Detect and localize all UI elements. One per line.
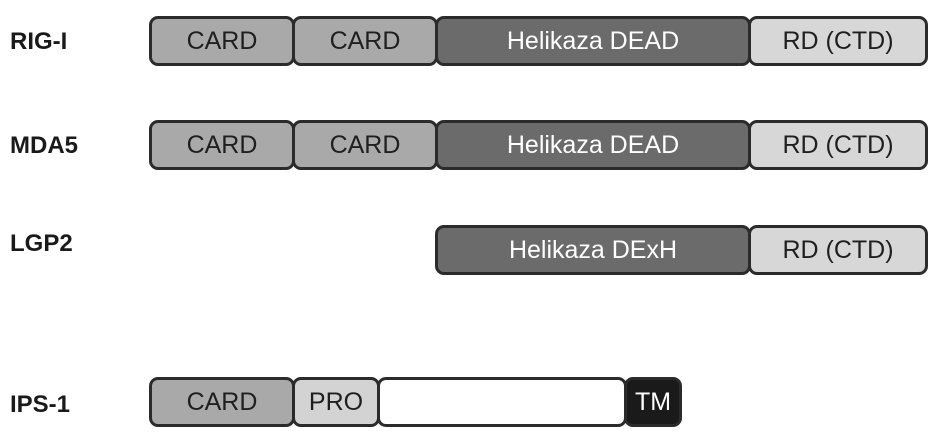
rig-i-helicase-domain: Helikaza DEAD <box>435 16 751 66</box>
mda5-card-domain-2: CARD <box>292 120 438 170</box>
mda5-card-domain-1: CARD <box>149 120 295 170</box>
ips-1-linker-region <box>377 377 627 427</box>
mda5-rd-domain: RD (CTD) <box>748 120 928 170</box>
protein-label-rig-i: RIG-I <box>10 28 68 55</box>
ips-1-card-domain: CARD <box>149 377 295 427</box>
lgp2-helicase-domain: Helikaza DExH <box>435 225 751 275</box>
mda5-helicase-domain: Helikaza DEAD <box>435 120 751 170</box>
ips-1-tm-domain: TM <box>624 377 682 427</box>
lgp2-rd-domain: RD (CTD) <box>748 225 928 275</box>
ips-1-pro-domain: PRO <box>292 377 380 427</box>
protein-label-lgp2: LGP2 <box>10 230 73 257</box>
protein-label-mda5: MDA5 <box>10 132 79 159</box>
rig-i-rd-domain: RD (CTD) <box>748 16 928 66</box>
protein-label-ips-1: IPS-1 <box>10 391 71 418</box>
rig-i-card-domain-2: CARD <box>292 16 438 66</box>
rig-i-card-domain-1: CARD <box>149 16 295 66</box>
